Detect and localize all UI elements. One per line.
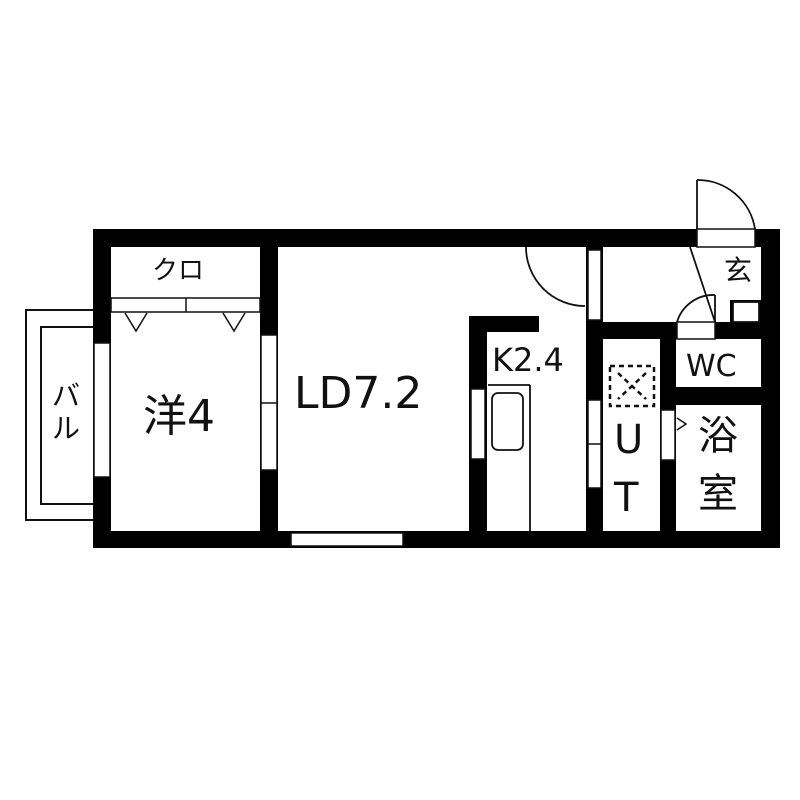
ld-label: LD7.2	[294, 368, 423, 419]
wc-label: WC	[686, 349, 737, 384]
door-swings	[525, 179, 760, 323]
bath-label-top: 浴	[698, 413, 738, 459]
closet	[110, 297, 261, 333]
bath-label-bottom: 室	[698, 471, 738, 517]
kitchen-label: K2.4	[492, 341, 564, 379]
windows	[93, 228, 756, 547]
washer-pan	[608, 364, 656, 408]
western-room-label: 洋4	[143, 391, 215, 442]
ut-label-top: U	[614, 417, 644, 463]
bath-door-arrow	[676, 417, 688, 431]
balcony-label-top: バ	[52, 379, 81, 412]
kitchen-counter	[488, 384, 531, 531]
ut-label-bottom: T	[614, 475, 639, 521]
closet-label: クロ	[152, 256, 205, 286]
balcony-label-bottom: ル	[52, 412, 81, 445]
entrance-label: 玄	[724, 254, 753, 287]
